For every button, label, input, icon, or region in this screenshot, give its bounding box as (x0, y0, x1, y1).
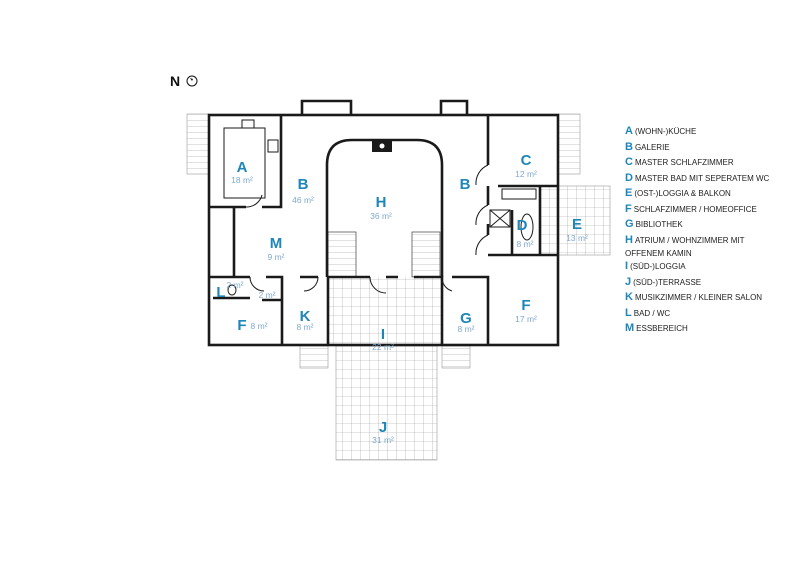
compass-icon (186, 75, 198, 87)
toilet-icon (227, 284, 237, 296)
room-legend: A(Wohn-)Küche BGalerie CMaster Schlafzim… (625, 124, 800, 337)
room-letter: A (237, 159, 248, 176)
legend-item: LBad / WC (625, 306, 671, 319)
room-area: 17 m² (515, 314, 537, 324)
balcony-e (539, 185, 611, 256)
room-f-east: F17 m² (515, 297, 537, 324)
room-area: 13 m² (566, 233, 588, 243)
legend-item-continued: offenem Kamin (625, 249, 692, 258)
legend-item: J(Süd-)Terrasse (625, 275, 702, 288)
legend-item: CMaster Schlafzimmer (625, 156, 734, 168)
room-f-west: F 8 m² (237, 317, 267, 334)
room-letter: E (572, 216, 582, 233)
atrium-stairs-left (327, 231, 357, 278)
stairs-south-east (441, 345, 471, 369)
bathtub-icon (520, 213, 534, 241)
legend-item: FSchlafzimmer / Homeoffice (625, 202, 757, 215)
room-letter: K (300, 308, 311, 325)
room-letter: I (381, 326, 385, 343)
room-letter: B (460, 176, 471, 193)
room-a: A18 m² (231, 159, 253, 185)
room-letter: F (521, 297, 530, 314)
room-area: 18 m² (231, 175, 253, 185)
legend-item: GBibliothek (625, 218, 683, 230)
room-letter: L (216, 284, 225, 301)
room-b-east: B (460, 176, 471, 193)
doors (245, 164, 489, 294)
stairs-east (557, 113, 581, 175)
room-e: E13 m² (566, 216, 588, 243)
double-sink-icon (501, 188, 537, 200)
room-letter: F (237, 317, 246, 334)
room-b-west: B 46 m² (292, 176, 314, 205)
room-area: 36 m² (370, 211, 392, 221)
room-c: C12 m² (515, 152, 537, 179)
sink-icon (241, 119, 255, 129)
room-area: 12 m² (515, 169, 537, 179)
room-letter: M (270, 235, 283, 252)
room-g: G8 m² (458, 310, 475, 334)
legend-item: DMaster Bad mit seperatem WC (625, 171, 770, 184)
room-area: 22 m² (372, 342, 394, 352)
room-letter: G (460, 310, 472, 327)
room-area: 8 m² (517, 239, 534, 249)
loggia-i-floor (328, 277, 442, 346)
room-area: 8 m² (251, 321, 268, 331)
room-area: 8 m² (458, 324, 475, 334)
legend-item: A(Wohn-)Küche (625, 125, 697, 137)
terrace-j (335, 345, 438, 461)
room-letter: B (298, 176, 309, 193)
atrium-stairs-right (411, 231, 441, 278)
room-letter: C (521, 152, 532, 169)
north-indicator: N (170, 73, 198, 89)
legend-item: I(Süd-)Loggia (625, 260, 686, 272)
room-area: 46 m² (292, 195, 314, 205)
room-area: 2 m² (227, 280, 244, 290)
room-area: 8 m² (297, 322, 314, 332)
room-area: 9 m² (268, 252, 285, 262)
room-letter: H (376, 194, 387, 211)
stairs-west (186, 113, 210, 175)
legend-item: HAtrium / Wohnzimmer mit (625, 233, 745, 246)
legend-item: E(Ost-)Loggia & Balkon (625, 187, 731, 199)
room-k: K8 m² (297, 308, 314, 332)
legend-item: BGalerie (625, 140, 670, 153)
stairs-south-west (299, 345, 329, 369)
room-area-hall: 2 m² (259, 290, 276, 300)
room-d: D 8 m² (517, 217, 534, 249)
stove-icon (267, 139, 279, 153)
legend-item: MEssbereich (625, 322, 688, 334)
shower-icon (489, 209, 511, 228)
walls (207, 99, 560, 347)
legend-item: KMusikzimmer / kleiner Salon (625, 291, 763, 303)
room-m: M9 m² (268, 235, 285, 262)
room-letter: J (379, 419, 387, 436)
room-i: I22 m² (372, 326, 394, 352)
room-letter: D (517, 217, 528, 234)
room-j: J31 m² (372, 419, 394, 445)
room-area: 31 m² (372, 435, 394, 445)
north-label: N (170, 73, 181, 89)
room-h: H36 m² (370, 194, 392, 221)
